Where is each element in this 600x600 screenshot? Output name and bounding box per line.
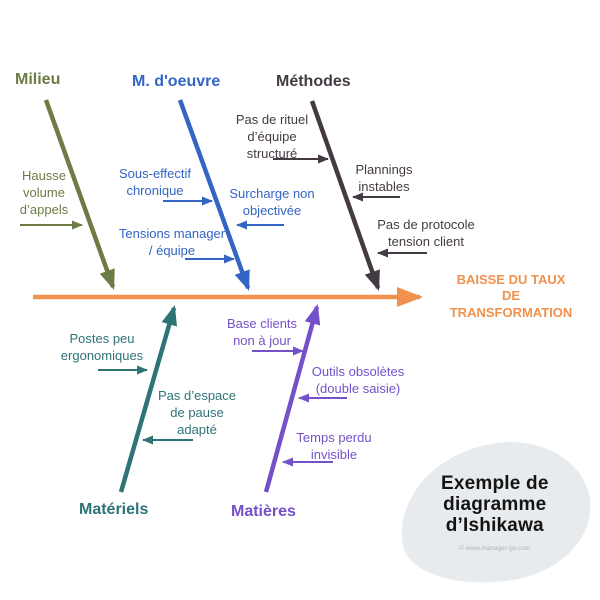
cause-label-base: Base clients non à jour — [226, 316, 298, 349]
methodes-bone-arrow — [309, 100, 381, 291]
effect-label: BAISSE DU TAUX DE TRANSFORMATION — [449, 272, 573, 320]
cause-label-protocole: Pas de protocole tension client — [377, 217, 475, 250]
branch-title-main-oeuvre: M. d'oeuvre — [132, 73, 221, 90]
main-oeuvre-bone-arrow — [177, 99, 251, 291]
badge-title: Exemple de diagramme d’Ishikawa — [441, 473, 549, 536]
cause-label-postes: Postes peu ergonomiques — [60, 331, 144, 364]
cause-label-plannings: Plannings instables — [355, 162, 413, 195]
badge-watermark: © www.manager-go.com — [459, 544, 531, 552]
branch-title-methodes: Méthodes — [276, 73, 351, 90]
cause-label-espace: Pas d’espace de pause adapté — [157, 388, 237, 438]
cause-label-surcharge: Surcharge non objectivée — [229, 186, 315, 219]
cause-label-outils: Outils obsolètes (double saisie) — [311, 364, 405, 397]
badge-content: Exemple de diagramme d’Ishikawa © www.ma… — [441, 473, 549, 552]
branch-title-milieu: Milieu — [15, 71, 61, 88]
milieu-bone-arrow — [43, 99, 116, 290]
cause-label-tensions: Tensions manager / équipe — [118, 226, 226, 259]
cause-label-temps: Temps perdu invisible — [296, 430, 372, 463]
matieres-bone-arrow — [263, 304, 321, 493]
branch-title-matieres: Matières — [231, 503, 296, 520]
cause-label-rituel: Pas de rituel d’équipe structuré — [235, 112, 309, 162]
branch-title-materiels: Matériels — [79, 501, 149, 518]
materiels-bone-arrow — [118, 305, 177, 493]
cause-label-sous-effectif: Sous-effectif chronique — [118, 166, 192, 199]
cause-label-hausse: Hausse volume d’appels — [19, 168, 69, 218]
